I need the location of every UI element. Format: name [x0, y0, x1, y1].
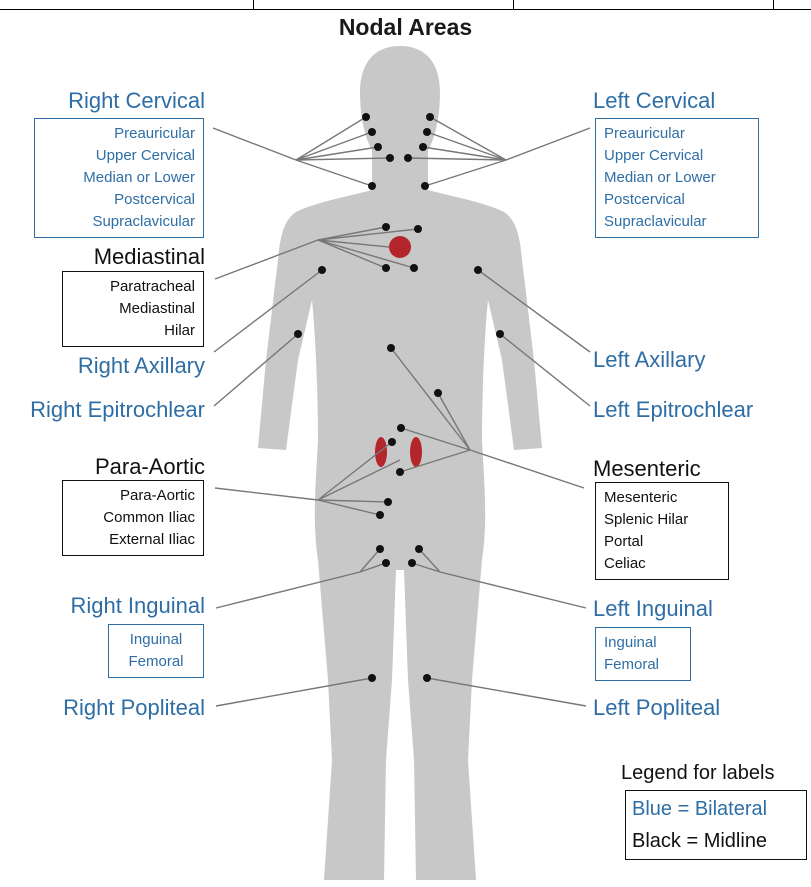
node: [434, 389, 442, 397]
node: [368, 674, 376, 682]
left-cervical-item: Supraclavicular: [604, 211, 750, 233]
node: [368, 182, 376, 190]
mediastinal-item: Mediastinal: [71, 298, 195, 320]
node: [318, 266, 326, 274]
node: [386, 154, 394, 162]
right-popliteal-label: Right Popliteal: [63, 695, 205, 721]
node: [384, 498, 392, 506]
mesenteric-label: Mesenteric: [593, 456, 701, 482]
mediastinal-label: Mediastinal: [94, 244, 205, 270]
para-aortic-item: Common Iliac: [71, 507, 195, 529]
node: [474, 266, 482, 274]
mesenteric-item: Mesenteric: [604, 487, 720, 509]
legend-midline: Black = Midline: [632, 825, 800, 857]
right-cervical-item: Median or Lower: [43, 167, 195, 189]
page-title: Nodal Areas: [0, 14, 811, 41]
body-silhouette: [258, 46, 542, 880]
para-aortic-label: Para-Aortic: [95, 454, 205, 480]
node: [388, 438, 396, 446]
left-cervical-item: Postcervical: [604, 189, 750, 211]
node: [362, 113, 370, 121]
node: [408, 559, 416, 567]
right-organ: [410, 437, 422, 467]
right-inguinal-item: Femoral: [117, 651, 195, 673]
legend-title: Legend for labels: [621, 762, 774, 785]
left-cervical-item: Median or Lower: [604, 167, 750, 189]
para-aortic-item: Para-Aortic: [71, 485, 195, 507]
right-cervical-item: Upper Cervical: [43, 145, 195, 167]
left-inguinal-label: Left Inguinal: [593, 596, 713, 622]
left-cervical-box: Preauricular Upper Cervical Median or Lo…: [595, 118, 759, 238]
right-cervical-label: Right Cervical: [68, 88, 205, 114]
node: [419, 143, 427, 151]
left-inguinal-item: Inguinal: [604, 632, 682, 654]
right-axillary-label: Right Axillary: [78, 353, 205, 379]
legend-bilateral: Blue = Bilateral: [632, 793, 800, 825]
node: [368, 128, 376, 136]
right-epitrochlear-label: Right Epitrochlear: [30, 397, 205, 423]
left-cervical-item: Preauricular: [604, 123, 750, 145]
mesenteric-box: Mesenteric Splenic Hilar Portal Celiac: [595, 482, 729, 580]
node: [496, 330, 504, 338]
para-aortic-item: External Iliac: [71, 529, 195, 551]
right-cervical-item: Preauricular: [43, 123, 195, 145]
right-inguinal-item: Inguinal: [117, 629, 195, 651]
node: [387, 344, 395, 352]
left-organ: [375, 437, 387, 467]
node: [374, 143, 382, 151]
mediastinal-item: Hilar: [71, 320, 195, 342]
node: [382, 264, 390, 272]
node: [376, 511, 384, 519]
node: [396, 468, 404, 476]
para-aortic-box: Para-Aortic Common Iliac External Iliac: [62, 480, 204, 556]
node: [397, 424, 405, 432]
node: [423, 674, 431, 682]
left-cervical-label: Left Cervical: [593, 88, 715, 114]
mediastinal-item: Paratracheal: [71, 276, 195, 298]
left-cervical-item: Upper Cervical: [604, 145, 750, 167]
node: [404, 154, 412, 162]
node: [415, 545, 423, 553]
node: [421, 182, 429, 190]
mesenteric-item: Celiac: [604, 553, 720, 575]
node: [382, 559, 390, 567]
left-inguinal-box: Inguinal Femoral: [595, 627, 691, 681]
mesenteric-item: Splenic Hilar: [604, 509, 720, 531]
left-inguinal-item: Femoral: [604, 654, 682, 676]
left-popliteal-label: Left Popliteal: [593, 695, 720, 721]
right-cervical-item: Supraclavicular: [43, 211, 195, 233]
right-inguinal-label: Right Inguinal: [70, 593, 205, 619]
right-cervical-item: Postcervical: [43, 189, 195, 211]
legend-box: Blue = Bilateral Black = Midline: [625, 790, 807, 860]
left-axillary-label: Left Axillary: [593, 347, 706, 373]
right-inguinal-box: Inguinal Femoral: [108, 624, 204, 678]
node: [423, 128, 431, 136]
mediastinal-box: Paratracheal Mediastinal Hilar: [62, 271, 204, 347]
node: [414, 225, 422, 233]
node: [376, 545, 384, 553]
left-epitrochlear-label: Left Epitrochlear: [593, 397, 753, 423]
right-cervical-box: Preauricular Upper Cervical Median or Lo…: [34, 118, 204, 238]
mesenteric-item: Portal: [604, 531, 720, 553]
node: [410, 264, 418, 272]
hilar-organ: [389, 236, 411, 258]
node: [294, 330, 302, 338]
node: [426, 113, 434, 121]
node: [382, 223, 390, 231]
